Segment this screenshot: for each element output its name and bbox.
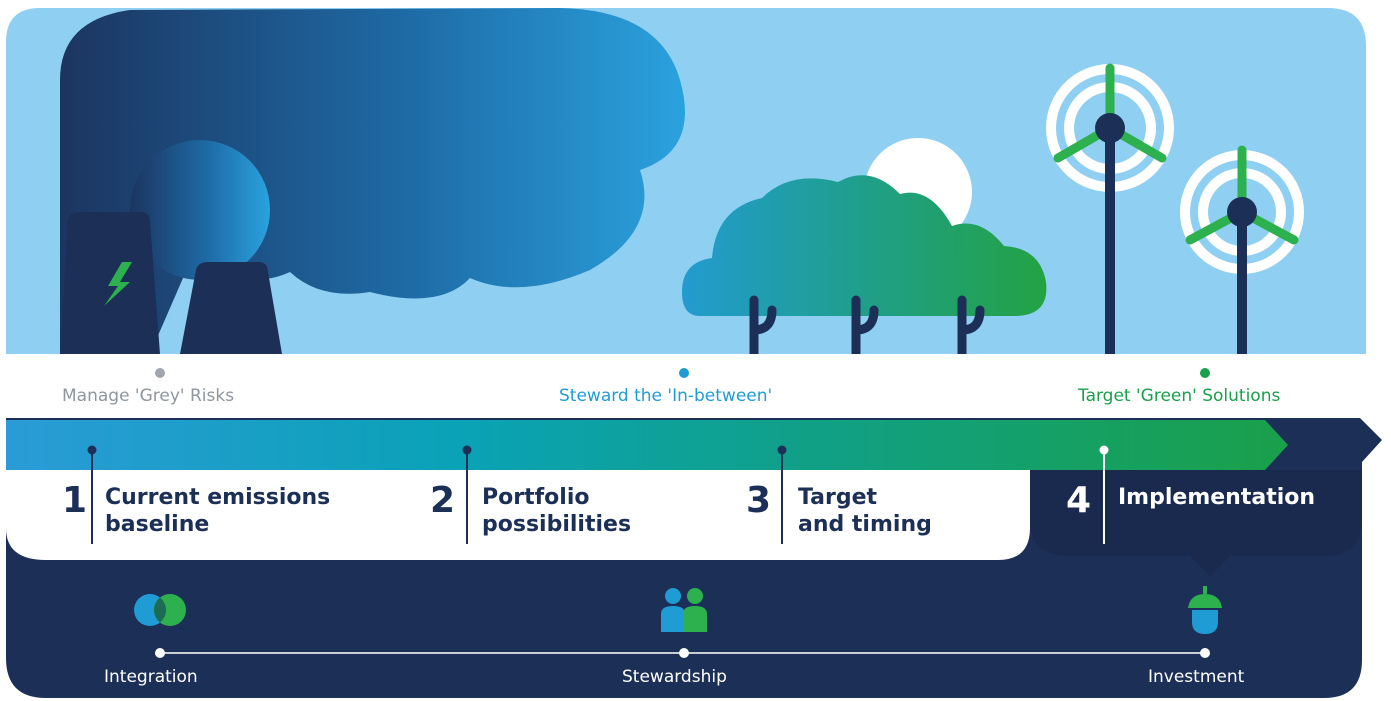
lightning-icon bbox=[104, 262, 132, 306]
grey-dot bbox=[155, 368, 165, 378]
step-2-title: Portfolio possibilities bbox=[482, 485, 632, 537]
step-4-marker bbox=[1099, 445, 1109, 455]
green-dot bbox=[1200, 368, 1210, 378]
integration-dot bbox=[155, 648, 165, 658]
investment-dot bbox=[1200, 648, 1210, 658]
smoke-cloud bbox=[60, 8, 685, 354]
between-dot bbox=[679, 368, 689, 378]
step-3-title: Target and timing bbox=[798, 485, 932, 537]
in-between-label: Steward the 'In-between' bbox=[559, 386, 773, 406]
green-solutions-label: Target 'Green' Solutions bbox=[1078, 386, 1281, 406]
steps-panel bbox=[6, 470, 1030, 560]
step-4-title: Implementation bbox=[1118, 485, 1316, 510]
integration-label: Integration bbox=[104, 667, 198, 687]
stewardship-label: Stewardship bbox=[622, 667, 727, 687]
step-3-marker bbox=[777, 445, 787, 455]
wind-turbine-large bbox=[1046, 63, 1174, 354]
label-strip bbox=[6, 354, 1366, 418]
cooling-tower-right bbox=[180, 262, 282, 354]
venn-circles-icon bbox=[134, 594, 186, 626]
acorn-icon bbox=[1188, 586, 1222, 634]
stewardship-dot bbox=[679, 648, 689, 658]
wind-turbine-small bbox=[1180, 145, 1304, 354]
step-4-number: 4 bbox=[1066, 480, 1092, 521]
grey-risks-label: Manage 'Grey' Risks bbox=[62, 386, 235, 406]
people-icon bbox=[661, 588, 707, 632]
step-1-title: Current emissions baseline bbox=[105, 485, 331, 537]
progress-arrow bbox=[6, 420, 1288, 470]
tree-canopy bbox=[682, 175, 1047, 316]
step-2-marker bbox=[462, 445, 472, 455]
step-1-number: 1 bbox=[62, 480, 88, 521]
tree-trunks bbox=[749, 295, 985, 354]
step-3-number: 3 bbox=[746, 480, 772, 521]
step-2-number: 2 bbox=[430, 480, 456, 521]
investment-label: Investment bbox=[1148, 667, 1245, 687]
implementation-callout bbox=[1030, 470, 1362, 576]
step-1-marker bbox=[87, 445, 97, 455]
